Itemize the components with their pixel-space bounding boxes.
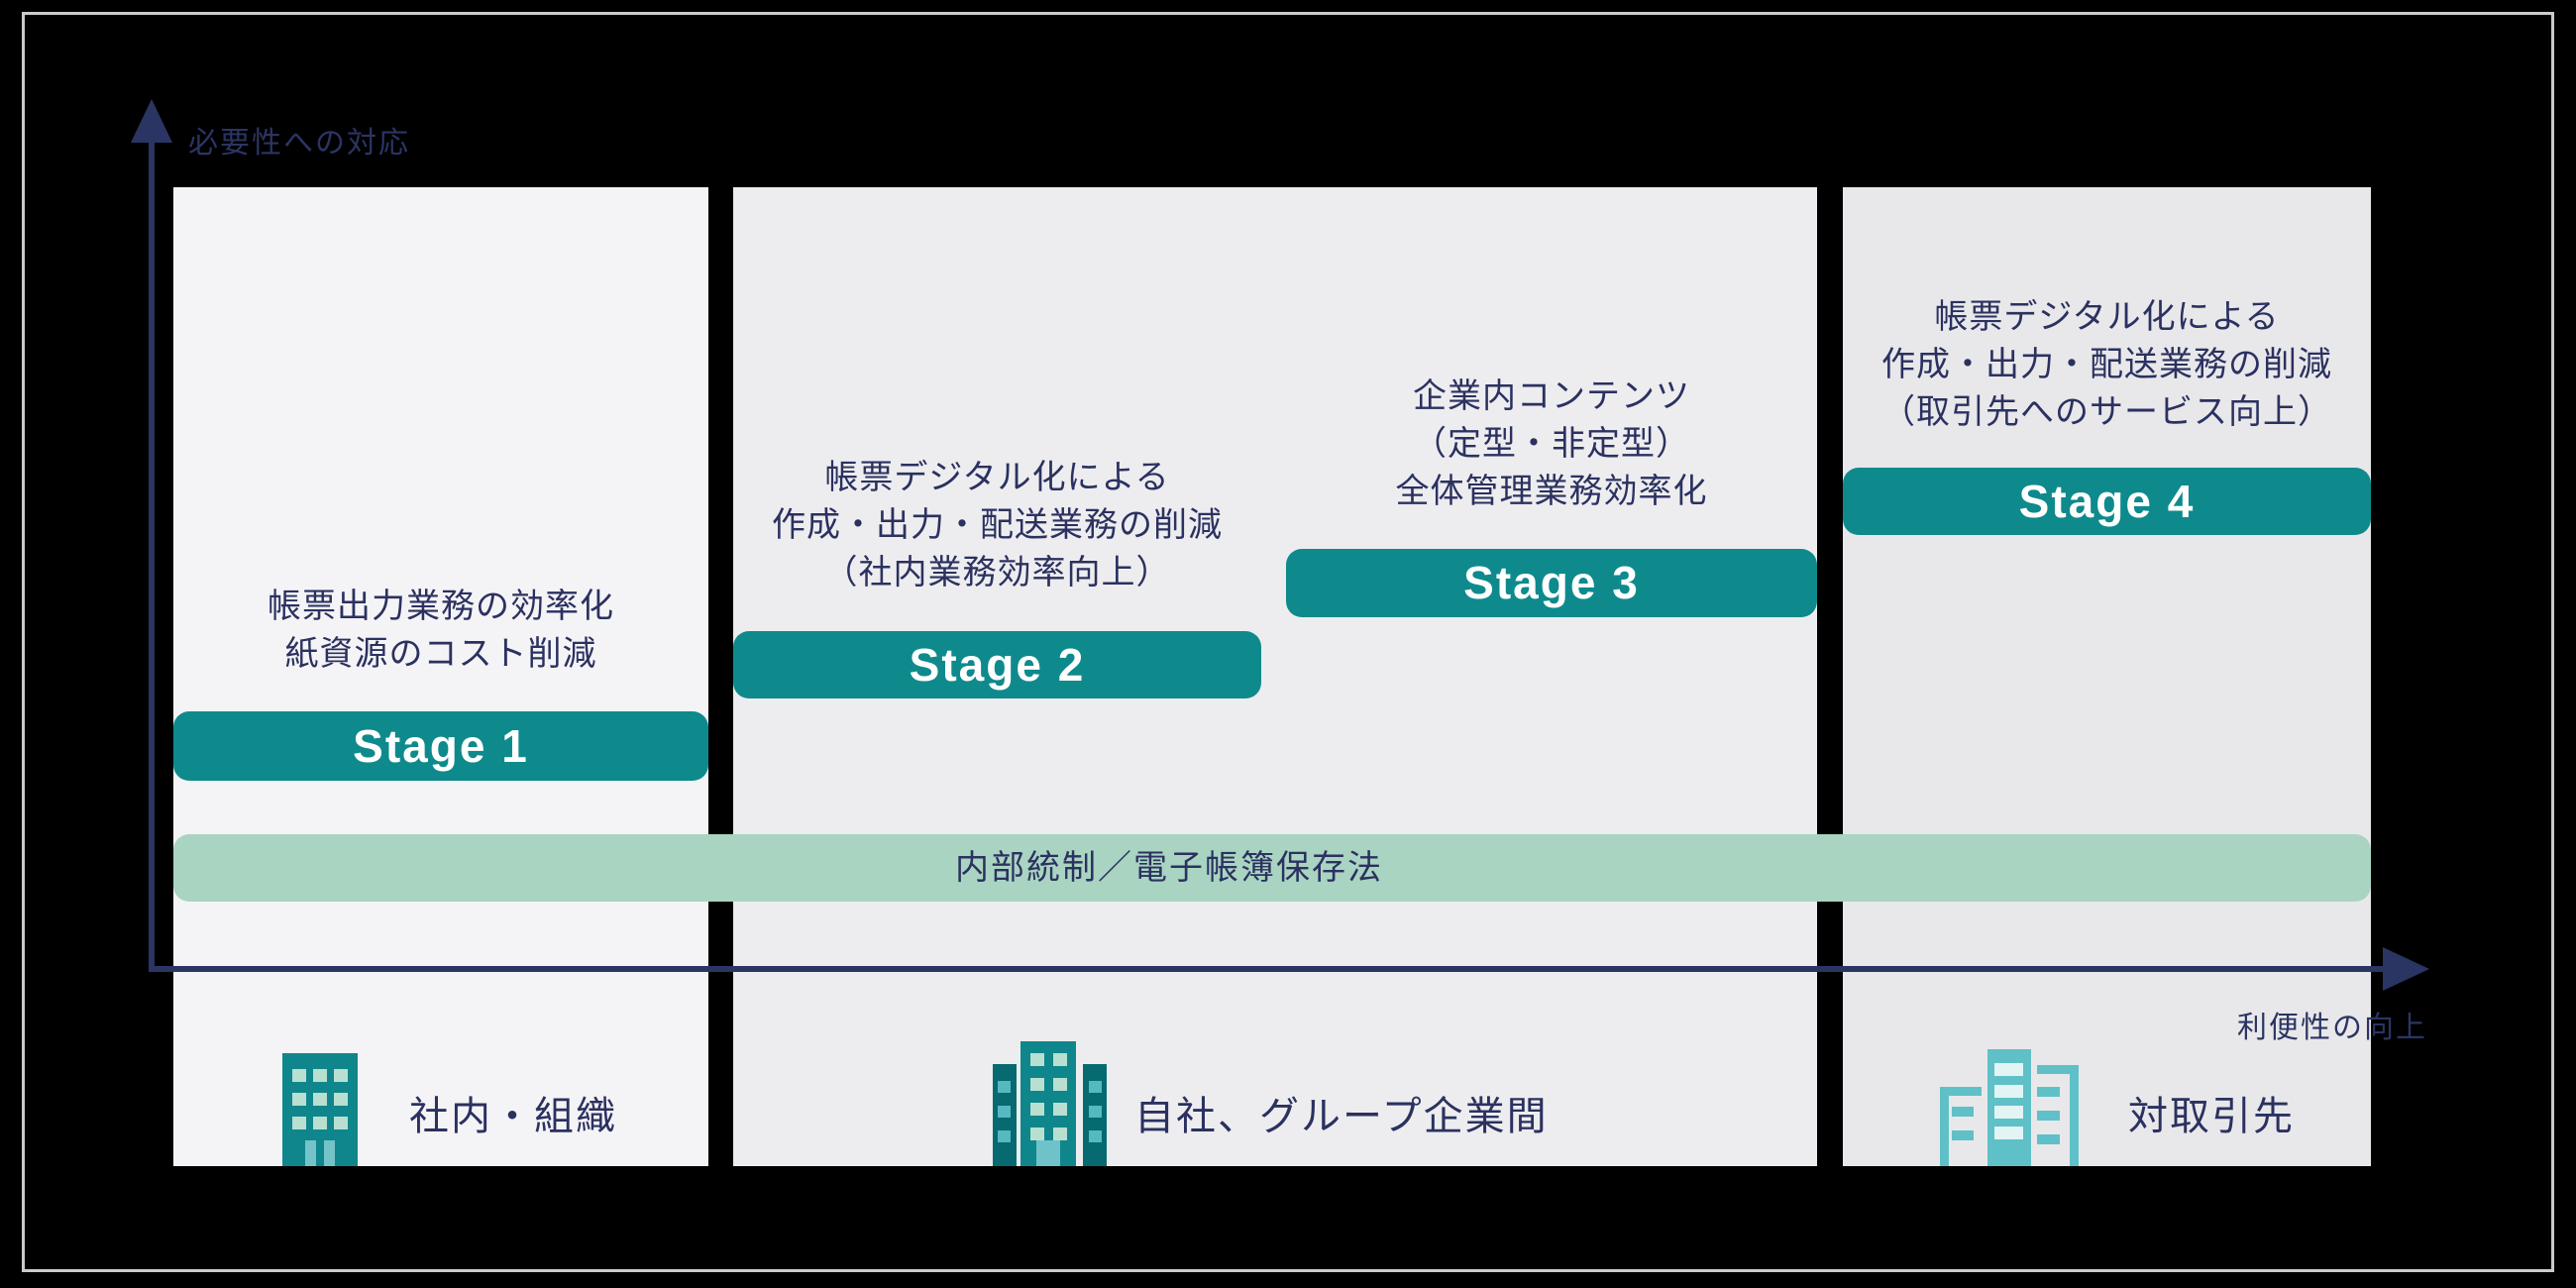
stage3-description-line: （定型・非定型） [1413, 425, 1690, 463]
stage2-description-line: （社内業務効率向上） [823, 554, 1171, 591]
stage1-badge: Stage 1 [173, 711, 708, 781]
outer-frame-border [22, 12, 2554, 1272]
x-axis-arrow-icon [2383, 947, 2429, 991]
stage4-description-line: 帳票デジタル化による [1934, 298, 2280, 336]
building-group-icon [993, 1041, 1107, 1166]
stage1-description-line: 紙資源のコスト削減 [284, 635, 597, 673]
stage3-description-line: 企業内コンテンツ [1413, 377, 1690, 415]
scope-label-partner: 対取引先 [2128, 1095, 2295, 1138]
panel-stage4 [1843, 187, 2371, 1166]
stage3-badge: Stage 3 [1286, 549, 1817, 617]
y-axis-label: 必要性への対応 [188, 127, 410, 160]
stage1-description: 帳票出力業務の効率化 紙資源のコスト削減 [173, 583, 708, 678]
y-axis-line [149, 139, 155, 971]
stage4-description-line: （取引先へのサービス向上） [1881, 393, 2332, 431]
stage4-badge: Stage 4 [1843, 468, 2371, 535]
stage2-description-line: 作成・出力・配送業務の削減 [772, 506, 1223, 544]
scope-label-group: 自社、グループ企業間 [1134, 1095, 1549, 1138]
y-axis-arrow-icon [131, 99, 172, 143]
stage3-description-line: 全体管理業務効率化 [1395, 473, 1708, 510]
building-single-icon [282, 1053, 358, 1166]
x-axis-line [149, 966, 2386, 972]
building-partner-icon [1940, 1049, 2079, 1166]
stage2-description: 帳票デジタル化による 作成・出力・配送業務の削減 （社内業務効率向上） [733, 454, 1261, 596]
stage2-badge: Stage 2 [733, 631, 1261, 698]
panel-stage1 [173, 187, 708, 1166]
x-axis-label: 利便性の向上 [2237, 1012, 2427, 1044]
stage1-description-line: 帳票出力業務の効率化 [268, 588, 614, 625]
scope-label-internal: 社内・組織 [409, 1095, 617, 1138]
stage4-description-line: 作成・出力・配送業務の削減 [1881, 346, 2332, 383]
stage3-description: 企業内コンテンツ （定型・非定型） 全体管理業務効率化 [1286, 373, 1817, 515]
stage2-description-line: 帳票デジタル化による [824, 459, 1170, 496]
stage4-description: 帳票デジタル化による 作成・出力・配送業務の削減 （取引先へのサービス向上） [1843, 293, 2371, 436]
compliance-band: 内部統制／電子帳簿保存法 [173, 834, 2371, 902]
